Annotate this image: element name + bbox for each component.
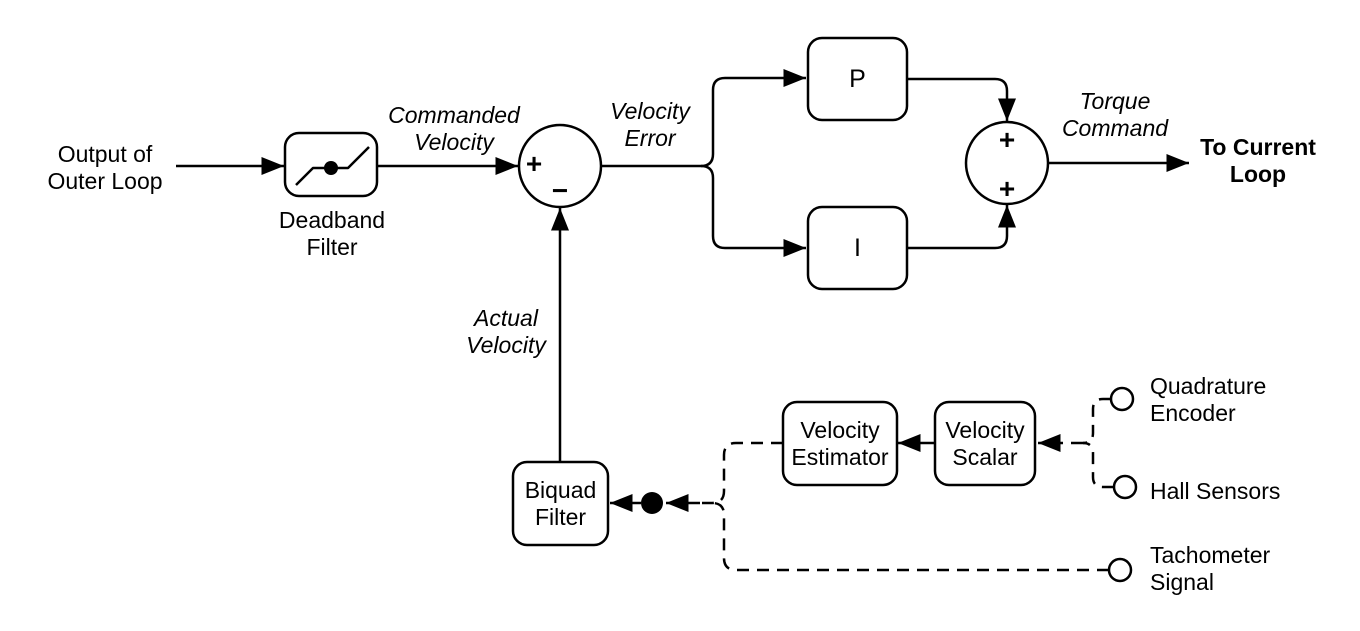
i-gain-label: I: [854, 233, 861, 262]
velocity-estimator-label: Velocity Estimator: [791, 416, 889, 470]
summing-junction-2: [964, 120, 1050, 206]
wire-branch-to-p: [700, 69, 806, 168]
p-gain-label: P: [849, 64, 866, 93]
i-gain-block: [806, 205, 909, 291]
wire-hall-to-bracket: [1082, 441, 1114, 489]
deadband-filter-label: Deadband Filter: [278, 207, 386, 260]
p-gain-block: [806, 36, 909, 122]
commanded-velocity-label: Commanded Velocity: [388, 102, 520, 155]
velocity-scalar-block: [933, 400, 1037, 487]
source-label: Output of Outer Loop: [47, 141, 163, 194]
wire-i-to-sum2: [907, 205, 1016, 250]
velocity-scalar-label: Velocity Scalar: [945, 416, 1025, 470]
deadband-icon: [295, 146, 370, 186]
signal-flow-lines: [176, 69, 1189, 512]
summing-junction-1: [517, 123, 603, 209]
sum2-top-plus-sign: +: [998, 124, 1016, 155]
torque-command-label: Torque Command: [1061, 88, 1169, 141]
wire-encoder-to-bracket: [1082, 397, 1111, 445]
sensor-dashed-lines: [702, 397, 1114, 572]
tachometer-terminal: [1107, 557, 1133, 583]
hall-sensors-terminal: [1112, 474, 1138, 500]
actual-velocity-label: Actual Velocity: [466, 305, 546, 358]
wire-p-to-sum2: [907, 77, 1016, 121]
wire-tachometer-to-merge: [711, 501, 1109, 572]
wire-branch-to-i: [700, 164, 806, 257]
blocks: [283, 36, 1037, 547]
velocity-error-label: Velocity Error: [610, 98, 690, 151]
wire-estimator-to-merge: [702, 441, 783, 505]
to-current-loop-label: To Current Loop: [1200, 134, 1316, 187]
sum1-minus-sign: −: [551, 175, 569, 206]
biquad-filter-block: [511, 460, 610, 547]
biquad-filter-label: Biquad Filter: [524, 476, 597, 530]
quadrature-encoder-label: Quadrature Encoder: [1150, 373, 1267, 426]
velocity-estimator-block: [781, 400, 899, 487]
quadrature-encoder-terminal: [1109, 386, 1135, 412]
junction-dot: [641, 492, 663, 514]
tachometer-signal-label: Tachometer Signal: [1150, 542, 1271, 595]
sum2-bottom-plus-sign: +: [998, 173, 1016, 204]
sum1-plus-sign: +: [525, 148, 543, 179]
hall-sensors-label: Hall Sensors: [1150, 478, 1281, 504]
